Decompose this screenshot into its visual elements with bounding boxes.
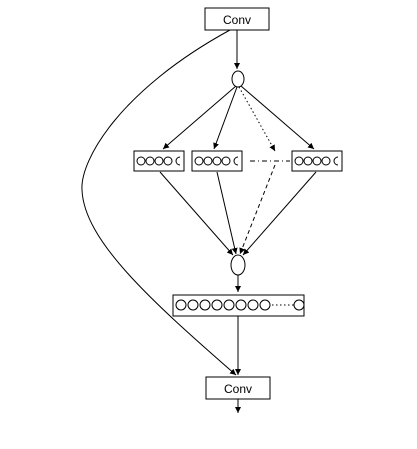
- top-conv-block: Conv: [204, 7, 270, 31]
- bottom-conv-label: Conv: [224, 382, 252, 396]
- neuron: [154, 156, 164, 166]
- split-node: [231, 70, 245, 88]
- neuron: [203, 156, 213, 166]
- edge-branch-2-to-merge: [216, 171, 238, 255]
- merge-node: [230, 254, 246, 276]
- neuron: [194, 156, 204, 166]
- neuron: [175, 299, 187, 311]
- top-conv-label: Conv: [223, 13, 251, 27]
- neuron: [212, 156, 222, 166]
- neuron: [294, 156, 304, 166]
- neuron: [312, 156, 322, 166]
- branch-layer-3: [291, 150, 343, 172]
- neuron: [199, 299, 211, 311]
- edge-split-to-branch-2: [213, 86, 238, 150]
- neuron: [321, 156, 331, 166]
- neuron: [221, 156, 231, 166]
- neuron: [293, 299, 305, 311]
- edge-split-to-branch-3: [240, 85, 315, 150]
- branch-layer-1: [133, 150, 185, 172]
- edge-branch-1-to-merge: [159, 171, 234, 256]
- edge-split-to-branch-1: [162, 85, 237, 150]
- skip-connection-curve: [81, 29, 237, 376]
- edge-split-to-hidden-branch: [238, 86, 276, 152]
- neuron: [187, 299, 199, 311]
- neuron: [211, 299, 223, 311]
- merged-layer: [172, 294, 305, 317]
- neuron: [223, 299, 235, 311]
- neuron-partial: [175, 156, 181, 166]
- neuron-partial: [333, 156, 339, 166]
- neuron: [247, 299, 259, 311]
- branch-layer-2: [191, 150, 243, 172]
- neuron: [136, 156, 146, 166]
- edge-hidden-branch-to-merge: [239, 164, 276, 255]
- neuron: [259, 299, 271, 311]
- neuron: [163, 156, 173, 166]
- neuron-partial: [233, 156, 239, 166]
- neuron: [303, 156, 313, 166]
- neuron: [145, 156, 155, 166]
- edge-branch-3-to-merge: [242, 171, 317, 256]
- bottom-conv-block: Conv: [205, 376, 271, 400]
- neuron: [235, 299, 247, 311]
